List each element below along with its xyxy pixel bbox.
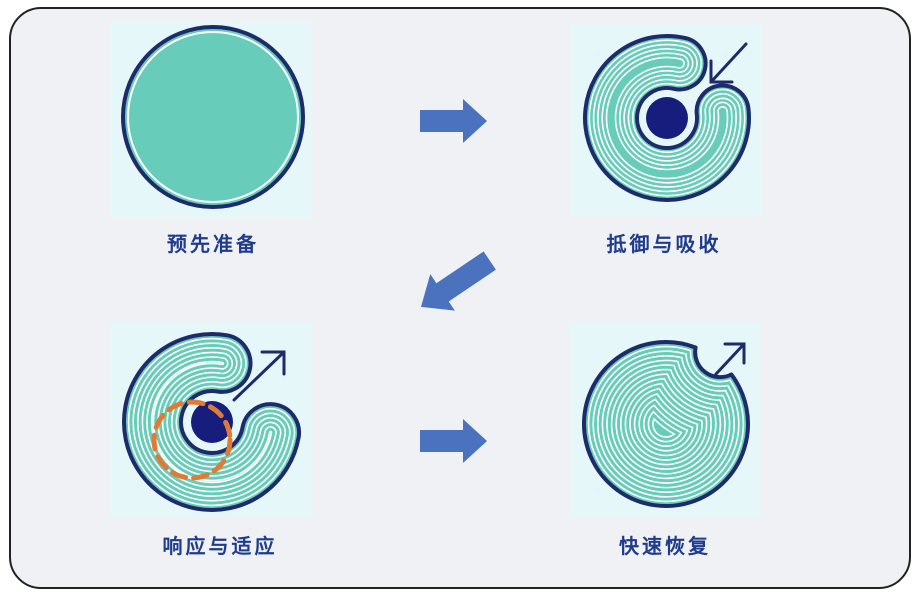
stage-resist-absorb-panel <box>570 24 762 216</box>
arrow-outward-icon <box>716 344 744 374</box>
stage-label-prepare: 预先准备 <box>113 231 313 257</box>
c-shape <box>585 36 749 200</box>
stage-label-resist-absorb: 抵御与吸收 <box>564 231 764 257</box>
stage-prepare-panel <box>110 22 312 218</box>
stage-recover-panel <box>570 322 760 518</box>
recovery-illustration <box>570 322 760 518</box>
impact-absorb-illustration <box>570 24 762 216</box>
respond-adapt-illustration <box>110 322 312 518</box>
full-circle-illustration <box>110 22 312 218</box>
arrow-right-icon <box>420 98 488 144</box>
stage-label-respond-adapt: 响应与适应 <box>120 533 320 559</box>
outer-circle <box>123 27 303 207</box>
impact-ball <box>646 97 688 139</box>
stage-respond-adapt-panel <box>110 322 312 518</box>
arrow-right-icon <box>420 418 488 464</box>
arrow-inward-icon <box>711 44 746 82</box>
stage-label-recover: 快速恢复 <box>565 533 765 559</box>
c-shape <box>124 334 299 510</box>
full-circle-shape <box>123 27 303 207</box>
